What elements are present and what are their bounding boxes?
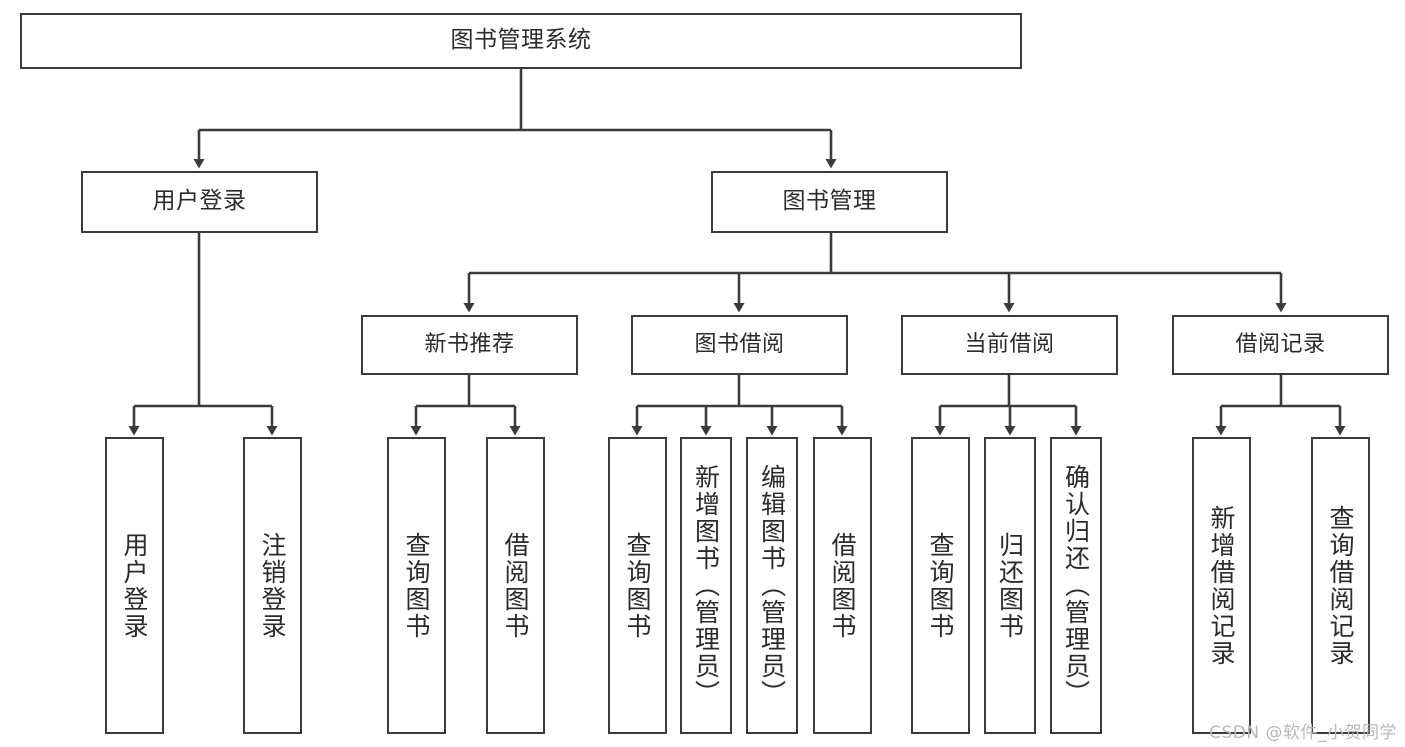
- node-label: 借阅图书: [828, 531, 857, 640]
- node-leaf-return-book[interactable]: 归还图书: [984, 437, 1036, 734]
- node-leaf-query-book-1[interactable]: 查询图书: [387, 437, 446, 734]
- node-label: 编辑图书（管理员）: [757, 464, 787, 707]
- node-leaf-confirm-return[interactable]: 确认归还（管理员）: [1050, 437, 1102, 734]
- node-label: 查询图书: [402, 531, 431, 640]
- node-leaf-query-book-2[interactable]: 查询图书: [608, 437, 667, 734]
- node-label: 用户登录: [152, 188, 247, 215]
- node-leaf-add-book[interactable]: 新增图书（管理员）: [680, 437, 732, 734]
- node-root-system[interactable]: 图书管理系统: [20, 13, 1022, 69]
- csdn-watermark: CSDN @软件_小贺同学: [1209, 723, 1397, 743]
- node-leaf-query-record[interactable]: 查询借阅记录: [1311, 437, 1370, 734]
- node-label: 图书管理系统: [450, 27, 592, 54]
- node-label: 查询借阅记录: [1326, 504, 1355, 667]
- node-leaf-logout[interactable]: 注销登录: [243, 437, 302, 734]
- node-leaf-add-record[interactable]: 新增借阅记录: [1192, 437, 1251, 734]
- node-book-borrow[interactable]: 图书借阅: [631, 315, 848, 375]
- node-label: 确认归还（管理员）: [1061, 464, 1091, 707]
- node-label: 查询图书: [623, 531, 652, 640]
- node-label: 新增图书（管理员）: [691, 464, 721, 707]
- node-label: 当前借阅: [964, 331, 1055, 357]
- node-new-book-rec[interactable]: 新书推荐: [361, 315, 578, 375]
- node-label: 注销登录: [258, 531, 287, 640]
- node-label: 新书推荐: [424, 331, 515, 357]
- node-label: 新增借阅记录: [1207, 504, 1236, 667]
- node-book-manage[interactable]: 图书管理: [711, 171, 948, 233]
- node-label: 归还图书: [995, 531, 1025, 640]
- node-current-borrow[interactable]: 当前借阅: [901, 315, 1118, 375]
- node-label: 图书借阅: [694, 331, 785, 357]
- node-borrow-record[interactable]: 借阅记录: [1172, 315, 1389, 375]
- node-leaf-edit-book[interactable]: 编辑图书（管理员）: [746, 437, 798, 734]
- node-leaf-borrow-book-1[interactable]: 借阅图书: [486, 437, 545, 734]
- node-label: 查询图书: [926, 531, 955, 640]
- node-label: 用户登录: [120, 531, 149, 640]
- node-leaf-borrow-book-2[interactable]: 借阅图书: [813, 437, 872, 734]
- node-user-login[interactable]: 用户登录: [81, 171, 318, 233]
- node-leaf-query-book-3[interactable]: 查询图书: [911, 437, 970, 734]
- node-label: 图书管理: [782, 188, 877, 215]
- node-label: 借阅图书: [501, 531, 530, 640]
- node-leaf-user-login[interactable]: 用户登录: [105, 437, 164, 734]
- node-label: 借阅记录: [1235, 331, 1326, 357]
